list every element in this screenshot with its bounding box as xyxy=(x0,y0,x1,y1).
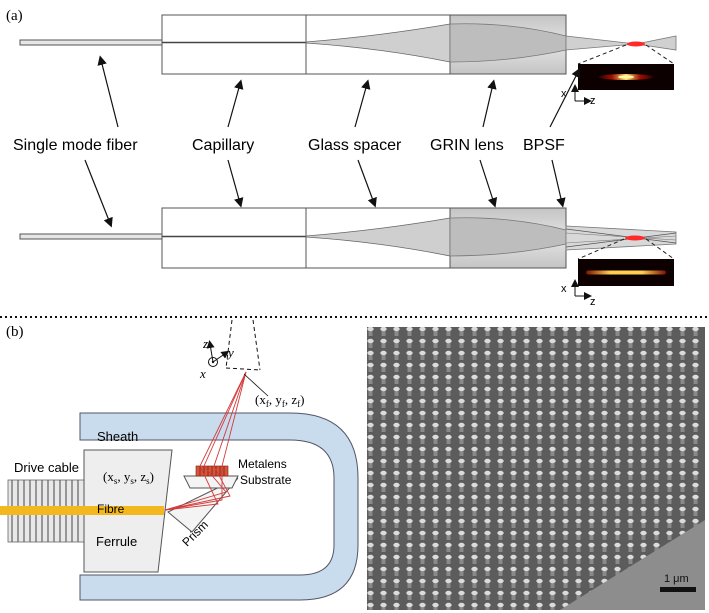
label-glass-spacer: Glass spacer xyxy=(308,137,402,154)
focus-point-label: (xf, yf, zf) xyxy=(255,392,304,409)
prism xyxy=(167,477,239,533)
label-metalens: Metalens xyxy=(238,457,287,471)
coordinate-axes: z y x xyxy=(199,336,234,381)
label-sheath: Sheath xyxy=(97,429,138,444)
label-ferrule: Ferrule xyxy=(96,534,137,549)
sem-image: 1 μm xyxy=(367,327,705,610)
label-fibre: Fibre xyxy=(97,502,125,516)
light-rays xyxy=(164,371,247,511)
label-grin-lens: GRIN lens xyxy=(430,137,504,154)
top-capillary xyxy=(161,14,307,75)
sheath xyxy=(79,412,359,601)
svg-text:y: y xyxy=(226,345,234,360)
label-single-mode-fiber: Single mode fiber xyxy=(13,137,138,154)
bottom-inset-axes: x z xyxy=(561,279,596,308)
arrows-to-bottom xyxy=(84,159,566,228)
bottom-fiber xyxy=(19,233,163,240)
focus-beam xyxy=(225,319,269,397)
source-point-label: (xs, ys, zs) xyxy=(103,469,154,486)
label-drive-cable: Drive cable xyxy=(14,460,79,475)
top-fiber xyxy=(19,39,163,46)
svg-text:x: x xyxy=(199,366,206,381)
svg-text:z: z xyxy=(590,95,596,107)
top-output-beam xyxy=(565,35,677,51)
scale-bar xyxy=(660,587,696,592)
top-focus-spot xyxy=(627,41,645,47)
bottom-output-beam xyxy=(565,225,677,251)
svg-text:x: x xyxy=(561,283,567,295)
svg-text:z: z xyxy=(590,296,596,308)
label-capillary: Capillary xyxy=(192,137,254,154)
panel-b-tag: (b) xyxy=(6,324,24,340)
bottom-focus-spot xyxy=(625,235,645,241)
bottom-capillary xyxy=(161,207,307,269)
label-bpsf: BPSF xyxy=(523,137,565,154)
label-substrate: Substrate xyxy=(240,473,292,487)
top-inset-axes: x z xyxy=(561,84,596,107)
fibre xyxy=(0,506,164,515)
substrate xyxy=(183,475,239,489)
bottom-probe xyxy=(19,207,677,286)
panel-a-tag: (a) xyxy=(6,8,23,24)
svg-text:z: z xyxy=(202,336,208,351)
scale-bar-label: 1 μm xyxy=(664,573,689,585)
top-probe xyxy=(19,14,677,90)
svg-text:x: x xyxy=(561,88,567,100)
arrows-to-top xyxy=(97,55,581,128)
